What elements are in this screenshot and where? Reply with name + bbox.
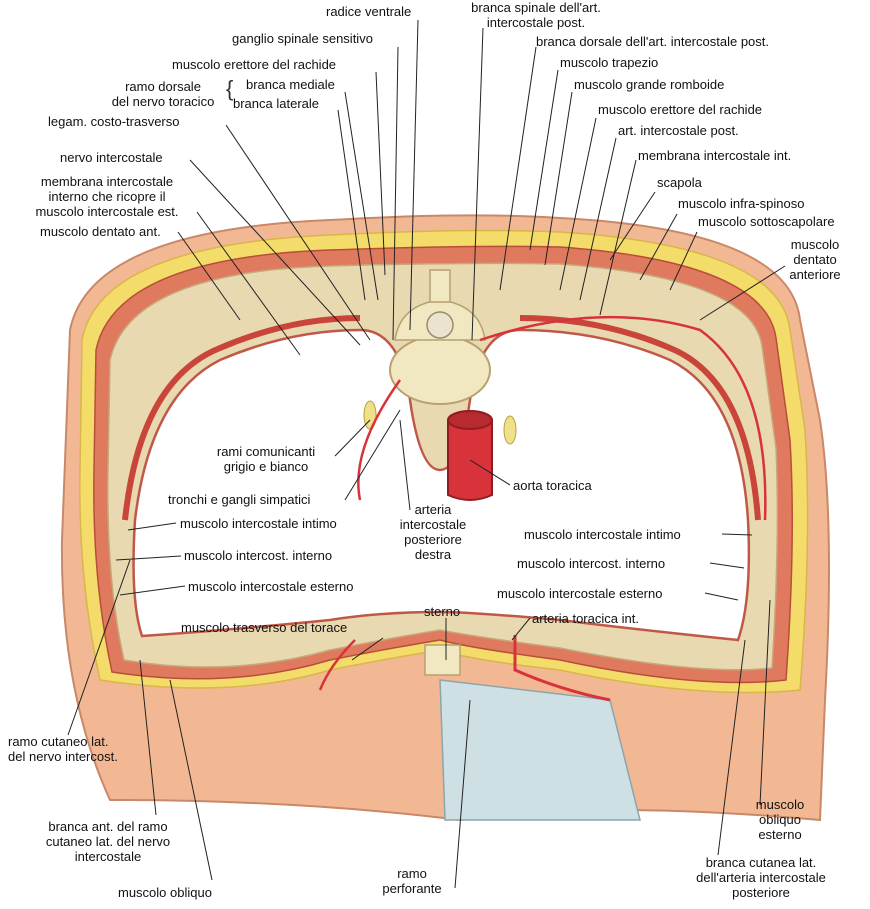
label-line: perforante: [382, 881, 442, 896]
label-art-intercostale-post: art. intercostale post.: [618, 123, 739, 138]
label-line: anteriore: [789, 267, 841, 282]
spinous-process: [429, 269, 451, 303]
label-line: intercostale: [399, 517, 467, 532]
label-ramo-cutaneo-lat: ramo cutaneo lat. del nervo intercost.: [8, 734, 118, 764]
label-legam-costo: legam. costo-trasverso: [48, 114, 180, 129]
spinal-cord: [426, 311, 454, 339]
label-line: destra: [414, 547, 452, 562]
label-arteria-ic-post-destra: arteria intercostale posteriore destra: [388, 502, 478, 562]
label-line: posteriore: [732, 885, 790, 900]
label-muscolo-obliquo: muscolo obliquo: [118, 885, 212, 900]
intercostal-layers-right: [519, 315, 761, 521]
label-line: arteria: [414, 502, 452, 517]
intercostal-layers-left: [122, 315, 361, 521]
label-line: esterno: [758, 827, 802, 842]
label-branca-spinale: branca spinale dell'art. intercostale po…: [456, 0, 616, 30]
label-radice-ventrale: radice ventrale: [326, 4, 412, 19]
label-branca-cutanea: branca cutanea lat. dell'arteria interco…: [676, 855, 846, 900]
label-line: dell'arteria intercostale: [696, 870, 826, 885]
label-branca-mediale: branca mediale: [246, 77, 335, 92]
label-line: del nervo toracico: [111, 94, 215, 109]
label-tronchi-gangli: tronchi e gangli simpatici: [168, 492, 311, 507]
label-line: branca spinale dell'art.: [471, 0, 601, 15]
label-line: intercostale: [74, 849, 142, 864]
label-interno-left: muscolo intercost. interno: [184, 548, 333, 563]
label-line: ramo cutaneo lat.: [8, 734, 109, 749]
label-branca-laterale: branca laterale: [233, 96, 319, 111]
label-membrana-intercostale-left: membrana intercostale interno che ricopr…: [18, 174, 196, 219]
label-esterno-right: muscolo intercostale esterno: [497, 586, 663, 601]
vertebral-body: [389, 335, 491, 405]
anterior-wall-cut: [439, 679, 641, 821]
label-scapola: scapola: [657, 175, 702, 190]
thoracic-aorta-top: [447, 410, 493, 430]
label-ganglio-spinale: ganglio spinale sensitivo: [232, 31, 373, 46]
label-branca-ant: branca ant. del ramo cutaneo lat. del ne…: [28, 819, 188, 864]
label-erettore-rachide-left: muscolo erettore del rachide: [172, 57, 337, 72]
brace-symbol: {: [226, 76, 234, 101]
label-aorta-toracica: aorta toracica: [513, 478, 592, 493]
label-ramo-perforante: ramo perforante: [372, 866, 452, 896]
posterior-intercostal-artery-right: [357, 379, 402, 501]
label-line: rami comunicanti: [216, 444, 316, 459]
label-line: membrana intercostale: [40, 174, 174, 189]
label-line: del nervo intercost.: [8, 749, 118, 764]
label-line: ramo dorsale: [125, 79, 201, 94]
label-obliquo-esterno: muscolo obliquo esterno: [745, 797, 815, 842]
label-arteria-toracica-int: arteria toracica int.: [532, 611, 639, 626]
label-intimo-left: muscolo intercostale intimo: [180, 516, 337, 531]
label-line: cutaneo lat. del nervo: [45, 834, 171, 849]
label-line: muscolo: [755, 797, 805, 812]
label-muscolo-trapezio: muscolo trapezio: [560, 55, 659, 70]
leader-lines: [67, 19, 786, 889]
label-sottoscapolare: muscolo sottoscapolare: [698, 214, 835, 229]
label-membrana-intercostale-int: membrana intercostale int.: [638, 148, 792, 163]
label-line: muscolo: [790, 237, 840, 252]
label-sterno: sterno: [424, 604, 461, 619]
label-line: dentato: [793, 252, 837, 267]
label-line: obliquo: [759, 812, 801, 827]
label-line: posteriore: [404, 532, 462, 547]
label-branca-dorsale-art: branca dorsale dell'art. intercostale po…: [536, 34, 769, 49]
label-esterno-left: muscolo intercostale esterno: [188, 579, 354, 594]
label-line: interno che ricopre il: [48, 189, 166, 204]
label-ramo-dorsale: ramo dorsale del nervo toracico: [93, 79, 233, 109]
label-line: ramo: [397, 866, 427, 881]
label-dentato-ant: muscolo dentato ant.: [40, 224, 161, 239]
label-rami-comunicanti: rami comunicanti grigio e bianco: [200, 444, 332, 474]
label-grande-romboide: muscolo grande romboide: [574, 77, 725, 92]
internal-thoracic-artery-left: [318, 639, 356, 691]
thoracic-cavity: [132, 328, 751, 642]
label-line: grigio e bianco: [223, 459, 309, 474]
sternum: [424, 644, 461, 676]
label-interno-right: muscolo intercost. interno: [517, 556, 666, 571]
label-line: muscolo intercostale est.: [35, 204, 179, 219]
label-line: branca cutanea lat.: [705, 855, 817, 870]
internal-thoracic-artery: [513, 635, 611, 702]
label-trasverso-torace: muscolo trasverso del torace: [181, 620, 348, 635]
label-intimo-right: muscolo intercostale intimo: [524, 527, 681, 542]
label-line: branca ant. del ramo: [48, 819, 168, 834]
label-erettore-rachide-right: muscolo erettore del rachide: [598, 102, 763, 117]
label-dentato-anteriore: muscolo dentato anteriore: [780, 237, 850, 282]
label-line: intercostale post.: [486, 15, 586, 30]
label-nervo-intercostale: nervo intercostale: [60, 150, 163, 165]
sympathetic-ganglion-right: [503, 415, 517, 445]
posterior-intercostal-artery: [479, 315, 767, 521]
label-infra-spinoso: muscolo infra-spinoso: [678, 196, 805, 211]
